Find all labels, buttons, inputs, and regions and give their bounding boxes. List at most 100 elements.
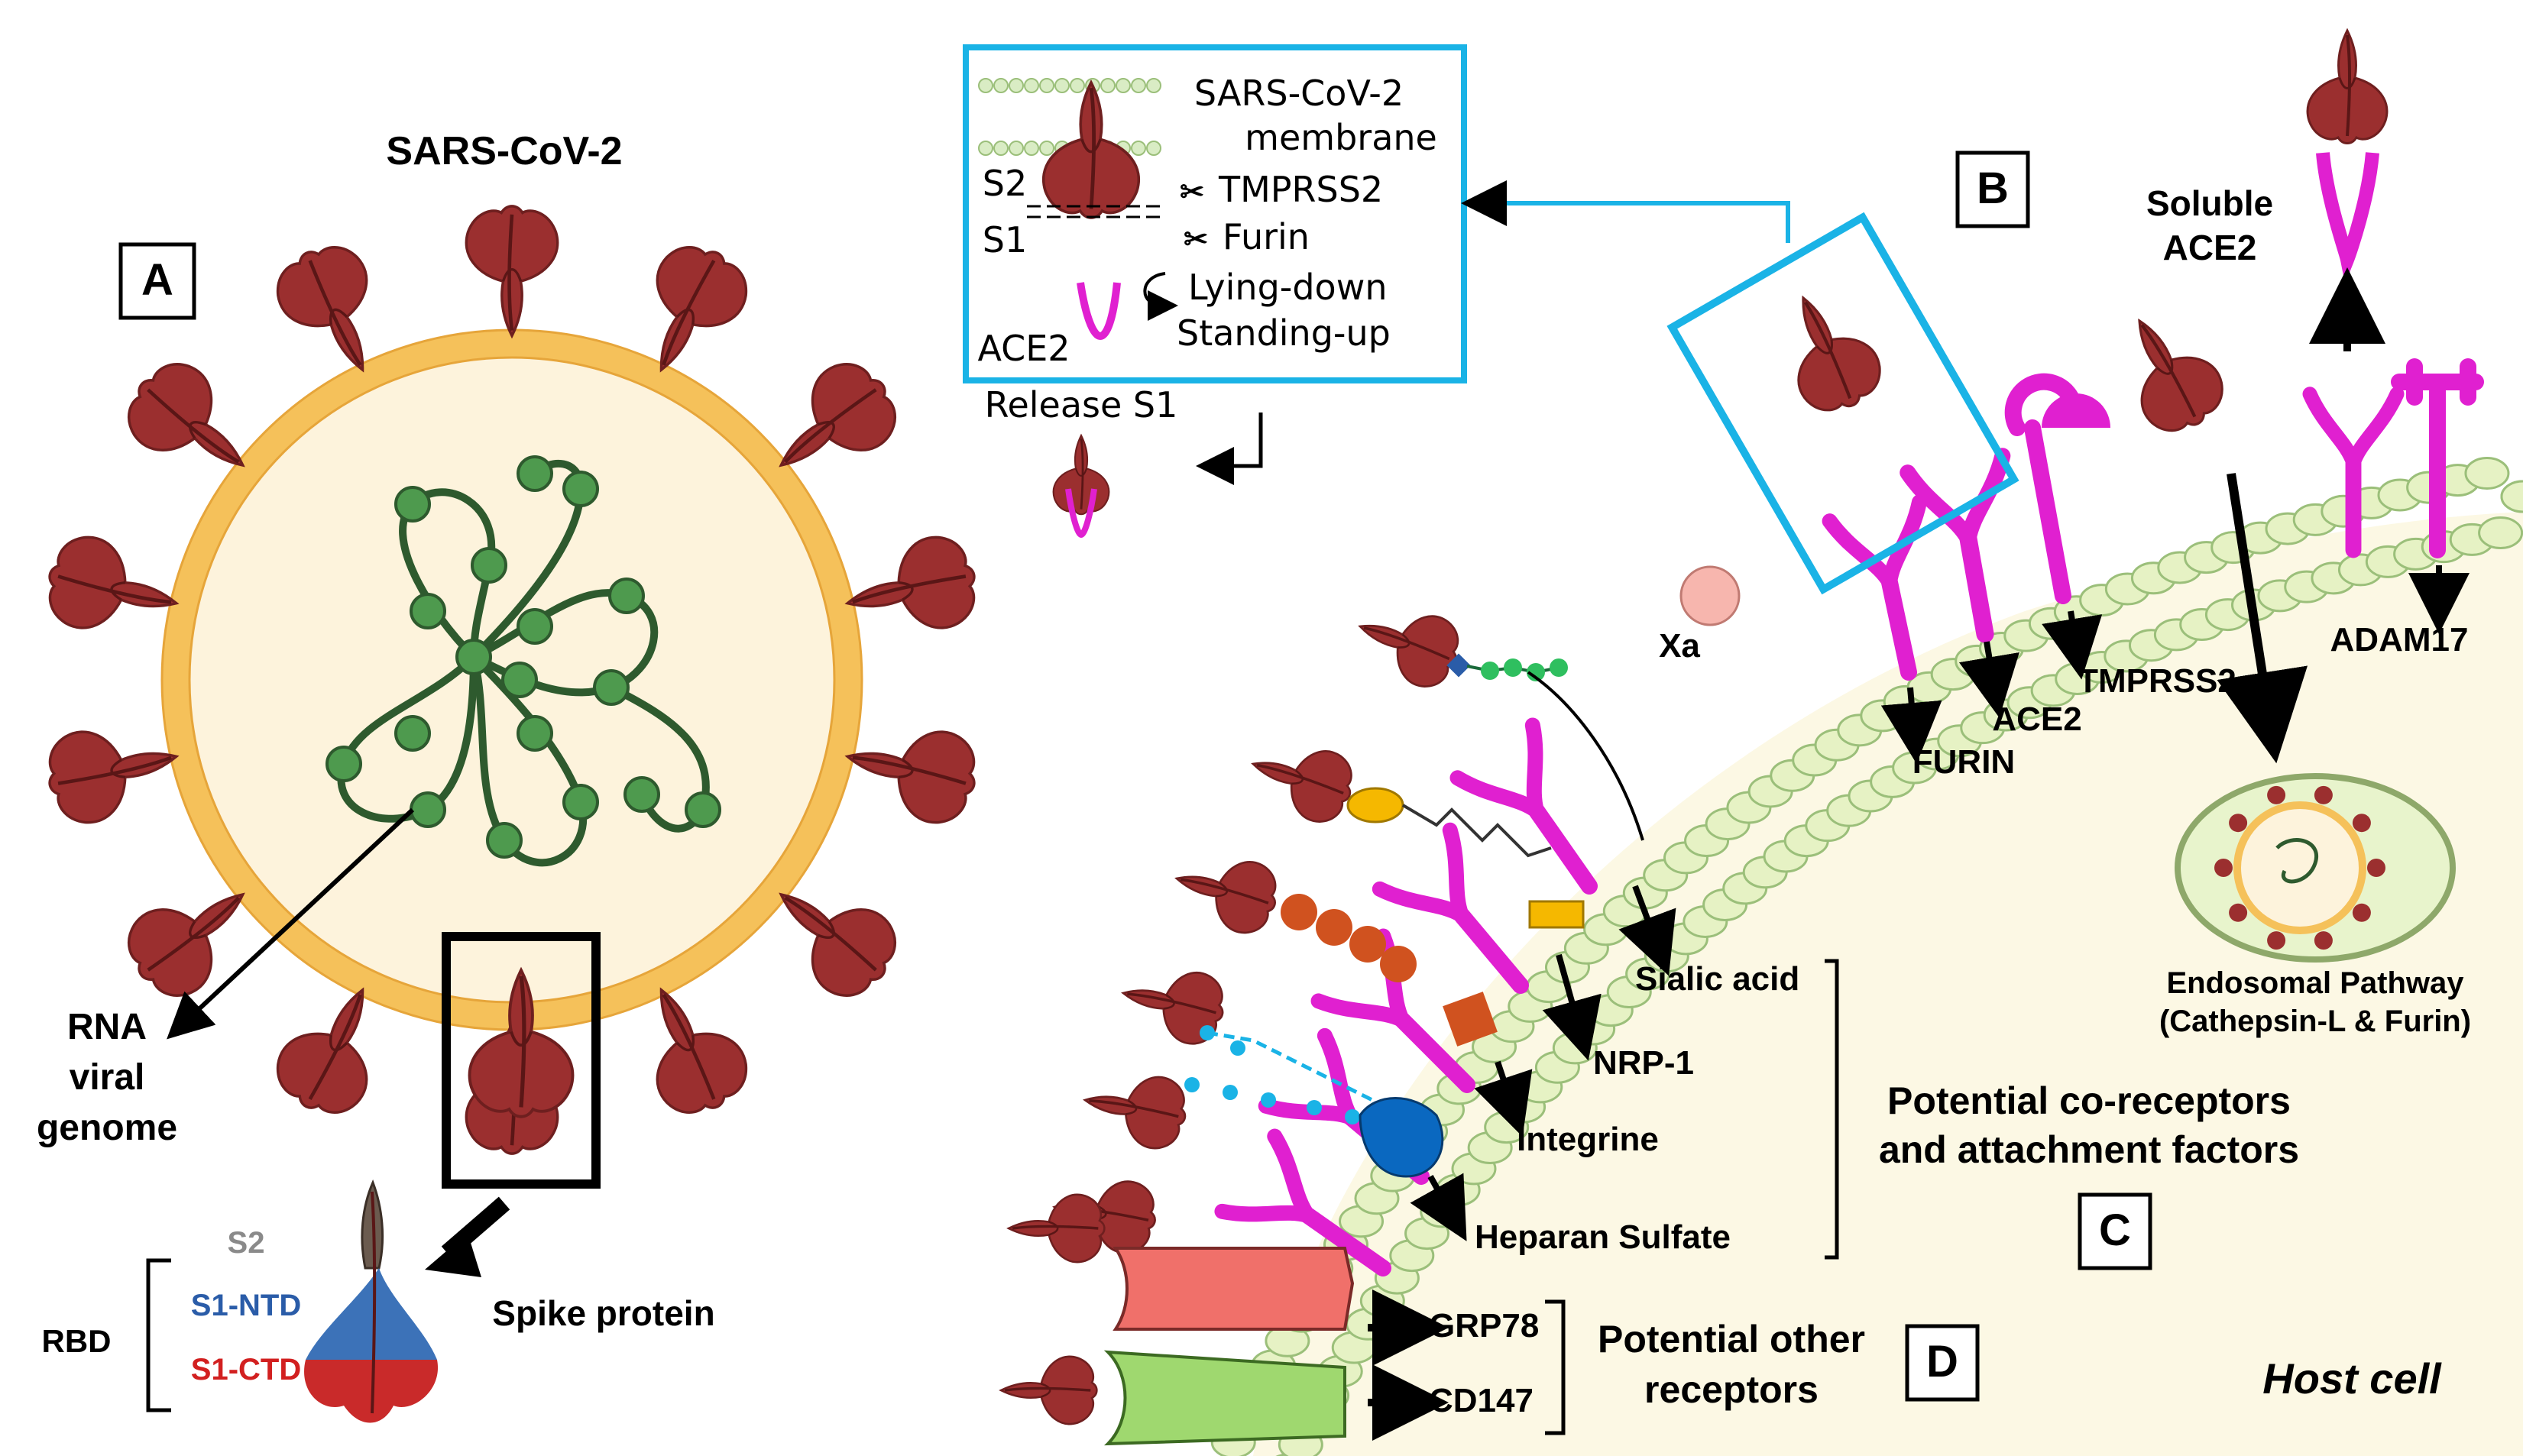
rna-node [471, 547, 507, 584]
s1-ctd-label: S1-CTD [191, 1353, 301, 1386]
inset-membrane-bead [1024, 78, 1039, 93]
endosome-rna [2275, 838, 2319, 884]
endosome-spike [2314, 931, 2333, 950]
sialic-acid-label: Sialic acid [1635, 960, 1799, 998]
genome-label-2: viral [70, 1057, 145, 1098]
soluble-ace2-label-2: ACE2 [2163, 228, 2257, 267]
inset-s1-label: S1 [983, 219, 1027, 260]
panel-label-a-box [118, 242, 196, 320]
xa-factor [1679, 565, 1741, 626]
endosome-arrow [2217, 473, 2308, 764]
genome-label-1: RNA [67, 1007, 147, 1047]
inset-membrane-bead [978, 141, 993, 156]
host-cytoplasm [1253, 512, 2523, 1456]
inset-membrane-bead [1009, 141, 1024, 156]
inset-ace2 [1077, 282, 1121, 341]
inset-membrane-bead [1039, 141, 1054, 156]
highlight-spike-box [442, 932, 601, 1189]
adam17-receptor [2391, 358, 2484, 558]
adam17-label: ADAM17 [2330, 621, 2469, 658]
endosome-spike [2229, 903, 2248, 922]
virus-title: SARS-CoV-2 [386, 129, 622, 173]
inset-membrane-bead [1146, 141, 1161, 156]
receptor-arrows [1880, 565, 2470, 764]
panel-label-b-box [1955, 150, 2030, 228]
other-receptors-label-2: receptors [1644, 1368, 1819, 1411]
rna-node [608, 578, 645, 614]
s2-domain-label: S2 [228, 1226, 265, 1260]
grp78-receptor [1113, 1247, 1355, 1331]
soluble-ace2 [2316, 152, 2379, 284]
inset-membrane-bead [1116, 78, 1131, 93]
furin-label: FURIN [1912, 743, 2015, 781]
endosome-label-1: Endosomal Pathway [2167, 966, 2465, 1000]
ace2-label: ACE2 [1992, 700, 2081, 738]
inset-membrane-bead [1009, 78, 1024, 93]
rna-nodes [325, 455, 721, 859]
rna-node [623, 776, 660, 813]
inset-membrane-bead [1100, 78, 1116, 93]
rna-node [562, 784, 599, 820]
other-receptors-label-1: Potential other [1598, 1318, 1865, 1361]
endosome-label-2: (Cathepsin-L & Furin) [2159, 1005, 2471, 1038]
inset-membrane-bead [1039, 78, 1054, 93]
s1-ntd-label: S1-NTD [191, 1289, 301, 1322]
inset-ace2-label: ACE2 [977, 328, 1070, 369]
inset-standing-label: Standing-up [1177, 312, 1391, 354]
membrane-bead [2500, 480, 2523, 513]
rna-node [517, 455, 553, 492]
integrine-label: Integrine [1517, 1121, 1659, 1158]
inset-membrane-bead [1054, 78, 1070, 93]
inset-membrane-label-1: SARS-CoV-2 [1194, 73, 1404, 114]
endosome-spike [2352, 814, 2371, 833]
rna-node [685, 791, 721, 828]
rna-node [593, 669, 630, 706]
inset-membrane-label-2: membrane [1245, 117, 1437, 158]
rna-node [394, 486, 431, 523]
scissors-icon-2: ✂ [1184, 224, 1208, 256]
rna-node [455, 639, 492, 675]
membrane-bead [2464, 457, 2510, 490]
inset-furin-label: Furin [1223, 216, 1310, 257]
nrp1-label: NRP-1 [1593, 1044, 1694, 1082]
rna-node [486, 822, 523, 859]
rna-node [410, 593, 446, 629]
rna-node [501, 662, 538, 698]
attachment-factors [1184, 653, 1644, 1178]
endosome-spike [2214, 859, 2233, 877]
inset-membrane-bead [993, 78, 1009, 93]
virion-spike [466, 206, 557, 336]
genome-label-3: genome [37, 1108, 177, 1148]
rna-node [517, 715, 553, 752]
release-arrow [1196, 413, 1263, 485]
rna-node [410, 791, 446, 828]
inset-tmprss2-label: TMPRSS2 [1218, 169, 1383, 210]
panel-label-c-box [2078, 1192, 2152, 1270]
panel-label-c: C [2099, 1205, 2131, 1255]
co-receptors-label-2: and attachment factors [1879, 1128, 2299, 1171]
inset-s2-label: S2 [983, 163, 1027, 204]
cleavage-dashes [1027, 205, 1161, 218]
inset-pointer [1461, 180, 1790, 243]
panel-label-a: A [141, 255, 173, 305]
host-spike-c [1077, 1063, 1193, 1154]
tmprss2-receptor [2004, 373, 2079, 604]
host-spike-c [1166, 843, 1286, 941]
co-receptor-bracket [1825, 959, 1839, 1260]
rbd-bracket [146, 1258, 171, 1412]
host-cell-label: Host cell [2262, 1354, 2442, 1403]
host-spike-c [1240, 728, 1362, 831]
host-spike-b2 [2104, 300, 2235, 445]
endosome-spike [2229, 814, 2248, 833]
panel-label-b: B [1977, 163, 2009, 213]
endosome-virion [2233, 801, 2366, 934]
endosome-spike [2267, 931, 2286, 950]
spike-protein-label: Spike protein [492, 1293, 714, 1333]
scissors-icon-1: ✂ [1180, 176, 1204, 209]
inset-membrane-bead [1146, 78, 1161, 93]
cd147-label: CD147 [1429, 1382, 1534, 1419]
host-spike-d1 [1007, 1193, 1106, 1263]
rna-node [562, 471, 599, 507]
